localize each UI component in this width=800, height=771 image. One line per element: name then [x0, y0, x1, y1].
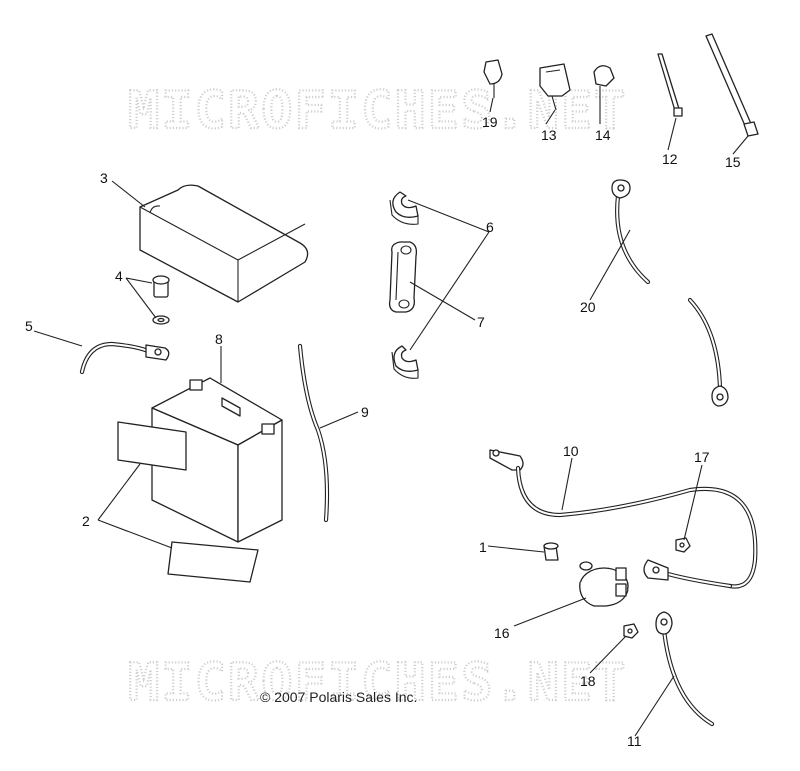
callout-7: 7	[477, 314, 485, 330]
callout-8: 8	[215, 331, 223, 347]
clip-19	[483, 59, 503, 98]
vent-hose	[297, 343, 330, 523]
hook-lower	[391, 345, 419, 379]
starter-solenoid	[579, 561, 629, 607]
cable-tie-15	[705, 33, 759, 137]
nut-17	[675, 537, 691, 553]
callout-5: 5	[25, 318, 33, 334]
cable-tie-12	[657, 53, 683, 117]
nut-18	[623, 623, 639, 639]
callout-1: 1	[479, 539, 487, 555]
bolt-1	[543, 542, 559, 561]
callout-13: 13	[541, 127, 557, 143]
cable-11	[655, 611, 715, 727]
leader-lines	[33, 97, 749, 737]
callout-17: 17	[694, 449, 710, 465]
bolt-and-washer	[152, 275, 170, 325]
callout-14: 14	[595, 127, 611, 143]
warning-labels	[117, 421, 259, 583]
callout-3: 3	[100, 170, 108, 186]
callout-18: 18	[580, 673, 596, 689]
strap	[388, 241, 418, 313]
callout-6: 6	[486, 219, 494, 235]
clip-13	[539, 63, 571, 111]
callout-12: 12	[662, 151, 678, 167]
callout-11: 11	[627, 733, 642, 749]
copyright-notice: © 2007 Polaris Sales Inc.	[260, 689, 417, 705]
callout-4: 4	[115, 268, 123, 284]
callout-15: 15	[725, 154, 741, 170]
callout-labels: 1 2 3 4 5 6 7 8 9 10 11 12 13 14 15 16 1…	[25, 114, 741, 749]
cable-10	[489, 449, 758, 589]
watermark-bottom: MICROFICHES.NET	[128, 653, 628, 713]
callout-9: 9	[361, 404, 369, 420]
callout-20: 20	[580, 299, 596, 315]
hook-upper	[389, 191, 419, 225]
ground-cable-5	[79, 341, 170, 375]
callout-19: 19	[482, 114, 498, 130]
callout-2: 2	[82, 513, 90, 529]
callout-16: 16	[494, 625, 510, 641]
cable-20	[611, 179, 729, 407]
clip-14	[593, 65, 615, 100]
callout-10: 10	[563, 443, 579, 459]
battery-cover	[139, 184, 309, 303]
